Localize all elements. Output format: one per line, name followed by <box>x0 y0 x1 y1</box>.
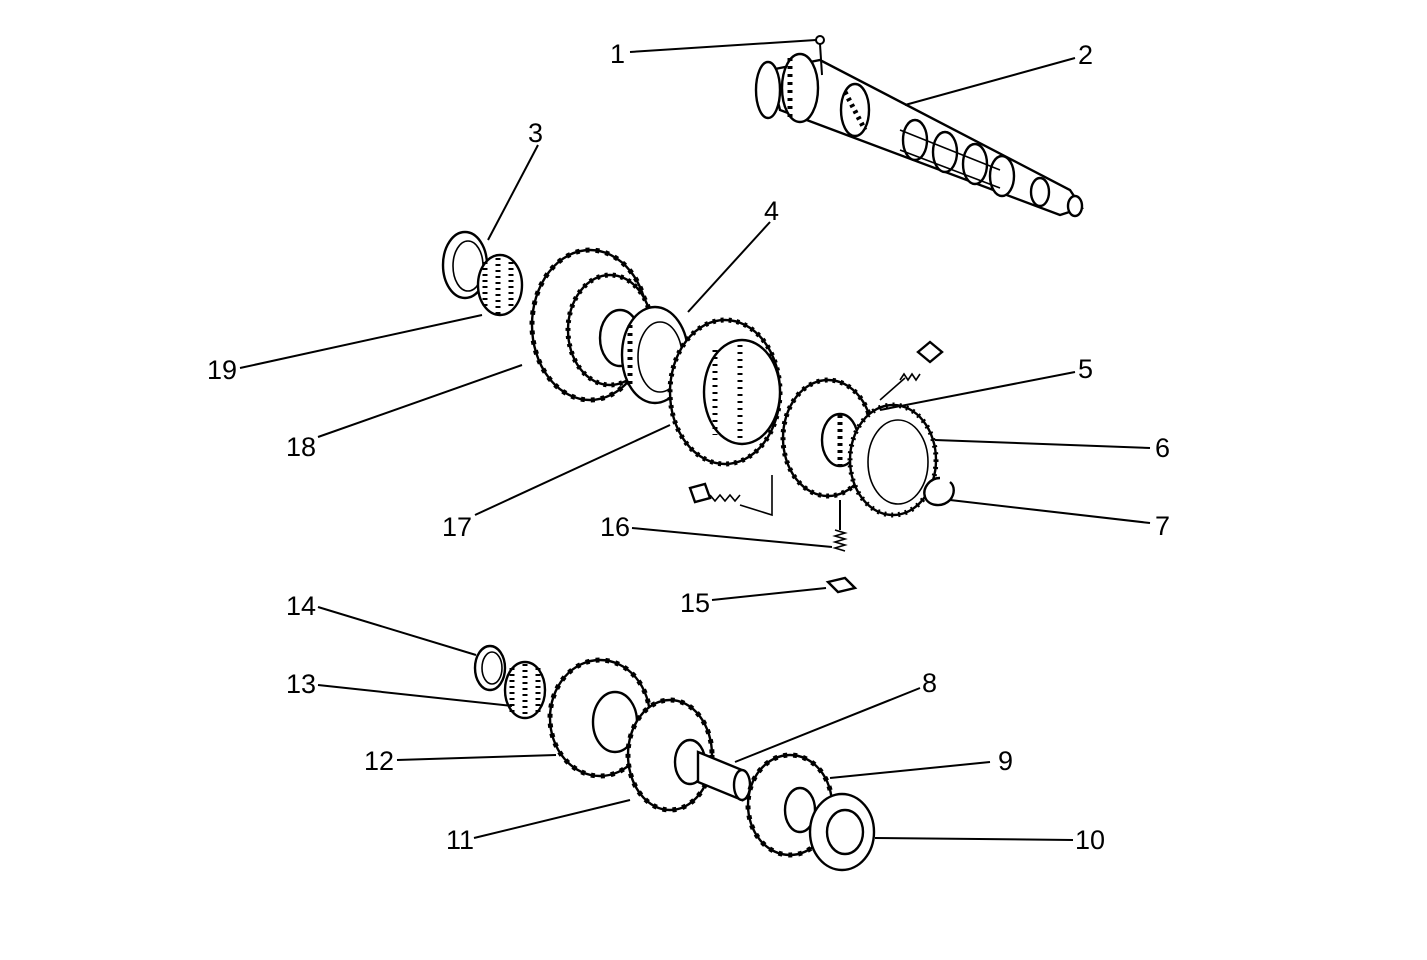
snap-ring-7 <box>923 476 955 507</box>
needle-bearing-19 <box>476 253 524 317</box>
callout-10: 10 <box>1075 825 1105 855</box>
spring-and-key-lower <box>825 500 858 594</box>
snap-ring-14 <box>473 644 507 692</box>
callout-6: 6 <box>1155 433 1170 463</box>
needle-bearing-13 <box>503 660 547 720</box>
callout-3: 3 <box>528 118 543 148</box>
callout-5: 5 <box>1078 354 1093 384</box>
collar-8 <box>696 750 752 802</box>
main-shaft <box>754 35 1084 218</box>
callout-4: 4 <box>764 196 779 226</box>
callout-2: 2 <box>1078 40 1093 70</box>
callout-8: 8 <box>922 668 937 698</box>
callout-19: 19 <box>207 355 237 385</box>
bearing-10 <box>808 792 876 872</box>
callout-13: 13 <box>286 669 316 699</box>
callout-labels: 1 2 3 4 5 6 7 8 9 10 11 12 13 14 15 16 1… <box>207 39 1170 855</box>
callout-15: 15 <box>680 588 710 618</box>
callout-11: 11 <box>446 825 474 855</box>
spring-and-key-left <box>688 475 773 517</box>
callout-7: 7 <box>1155 511 1170 541</box>
synchronizer-ring-6 <box>847 402 939 518</box>
callout-18: 18 <box>286 432 316 462</box>
callout-16: 16 <box>600 512 630 542</box>
callout-12: 12 <box>364 746 394 776</box>
spring-and-key-upper <box>879 340 944 401</box>
callout-9: 9 <box>998 746 1013 776</box>
callout-14: 14 <box>286 591 316 621</box>
leader-lines <box>239 39 1151 841</box>
callout-1: 1 <box>610 39 625 69</box>
synchronizer-sleeve-17 <box>667 317 783 467</box>
callout-17: 17 <box>442 512 472 542</box>
